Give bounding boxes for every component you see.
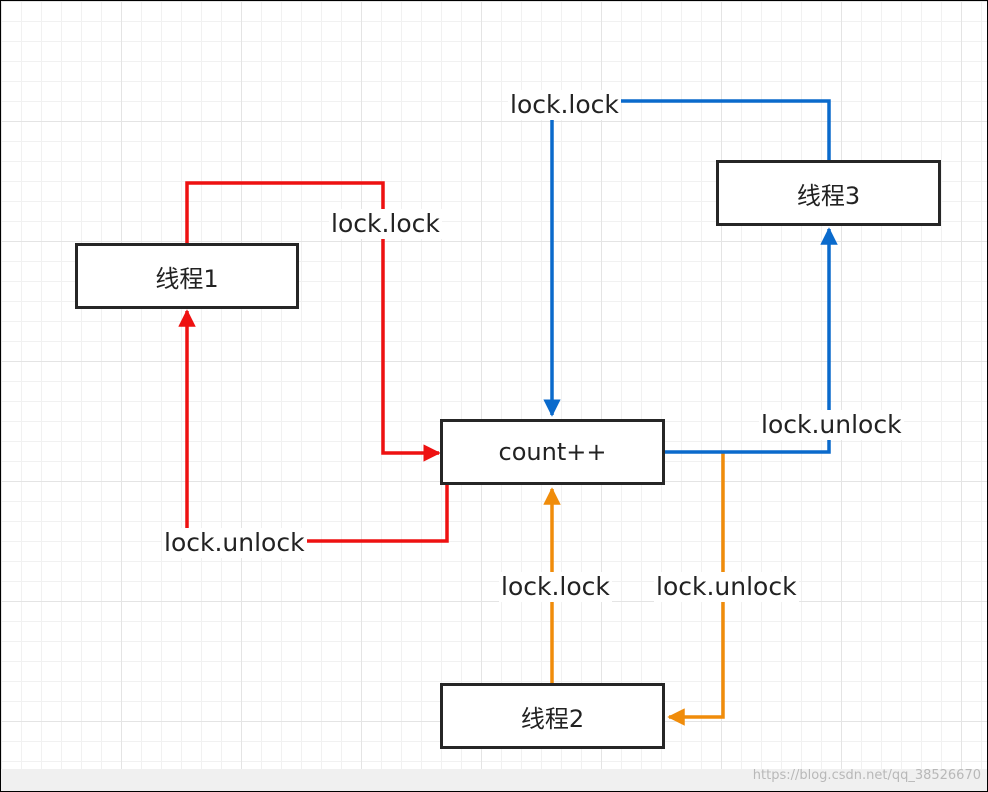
t2-unlock-edge xyxy=(667,453,725,726)
t3-unlock-label: lock.unlock xyxy=(759,410,904,440)
t1-lock-edge xyxy=(185,181,441,462)
t1-unlock-edge xyxy=(178,309,449,543)
critical-section-node: count++ xyxy=(440,419,665,485)
watermark: https://blog.csdn.net/qq_38526670 xyxy=(752,768,981,783)
t2-lock-label: lock.lock xyxy=(499,572,612,602)
thread1-node: 线程1 xyxy=(75,243,299,309)
t3-unlock-edge xyxy=(665,227,838,454)
t3-lock-label: lock.lock xyxy=(508,90,621,120)
t2-unlock-label: lock.unlock xyxy=(654,572,799,602)
t1-lock-label: lock.lock xyxy=(329,209,442,239)
t1-unlock-label: lock.unlock xyxy=(162,528,307,558)
t3-lock-edge xyxy=(543,99,831,417)
thread3-node: 线程3 xyxy=(716,160,941,226)
thread2-node: 线程2 xyxy=(440,683,665,749)
bottom-strip xyxy=(1,769,987,791)
